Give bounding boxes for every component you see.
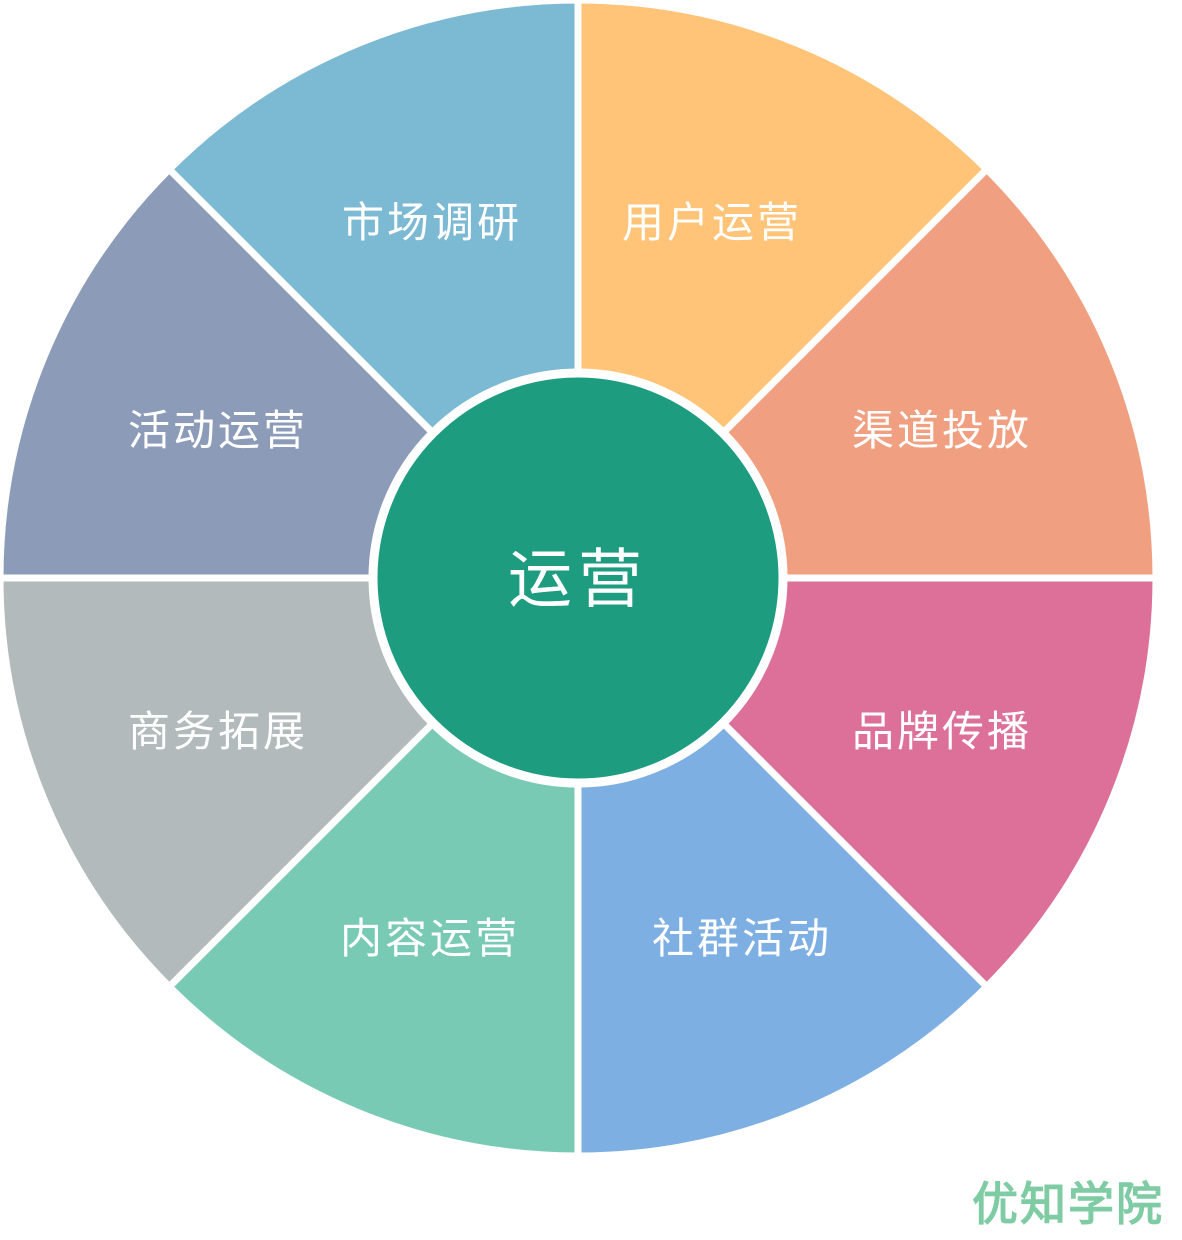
wheel-segments-group	[0, 0, 1156, 1156]
wheel-hub-group: 运营	[368, 368, 788, 788]
wheel-segment-label: 市场调研	[342, 200, 522, 247]
wheel-hub-label: 运营	[508, 545, 648, 616]
wheel-segment-label: 商务拓展	[128, 710, 308, 756]
wheel-segment-label: 社群活动	[652, 917, 832, 963]
wheel-hub-circle[interactable]	[368, 368, 788, 788]
wheel-segment-label: 用户运营	[622, 201, 802, 247]
wheel-segment-label: 渠道投放	[852, 409, 1032, 455]
wheel-segment-label: 活动运营	[128, 409, 308, 455]
watermark-label: 优知学院	[972, 1177, 1164, 1231]
wheel-segment-label: 品牌传播	[852, 710, 1032, 756]
wheel-segment-label: 内容运营	[340, 916, 520, 963]
